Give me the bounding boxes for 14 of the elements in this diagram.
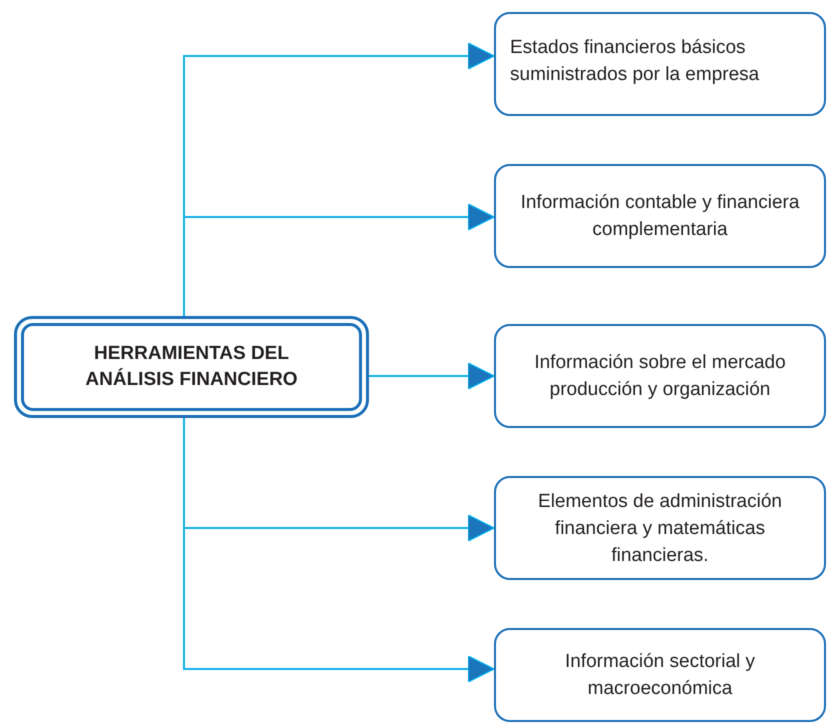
connector-arrow xyxy=(183,203,495,316)
node-title: HERRAMIENTAS DEL ANÁLISIS FINANCIERO xyxy=(84,342,299,392)
info-box xyxy=(494,628,826,722)
info-box xyxy=(494,324,826,428)
node-text: Información contable y financiera complementaria xyxy=(520,191,800,242)
node-text: Elementos de administración financiera y matemáticas financieras. xyxy=(537,490,783,568)
title-box xyxy=(14,316,369,418)
info-box xyxy=(494,164,826,268)
info-box xyxy=(494,476,826,580)
info-box xyxy=(494,12,826,116)
node-text: Información sobre el mercado producción y organización xyxy=(533,351,787,402)
connector-arrow xyxy=(369,362,495,390)
node-text: Estados financieros básicos suministrados por la empresa xyxy=(510,36,760,87)
node-text: Información sectorial y macroeconómica xyxy=(564,650,756,701)
